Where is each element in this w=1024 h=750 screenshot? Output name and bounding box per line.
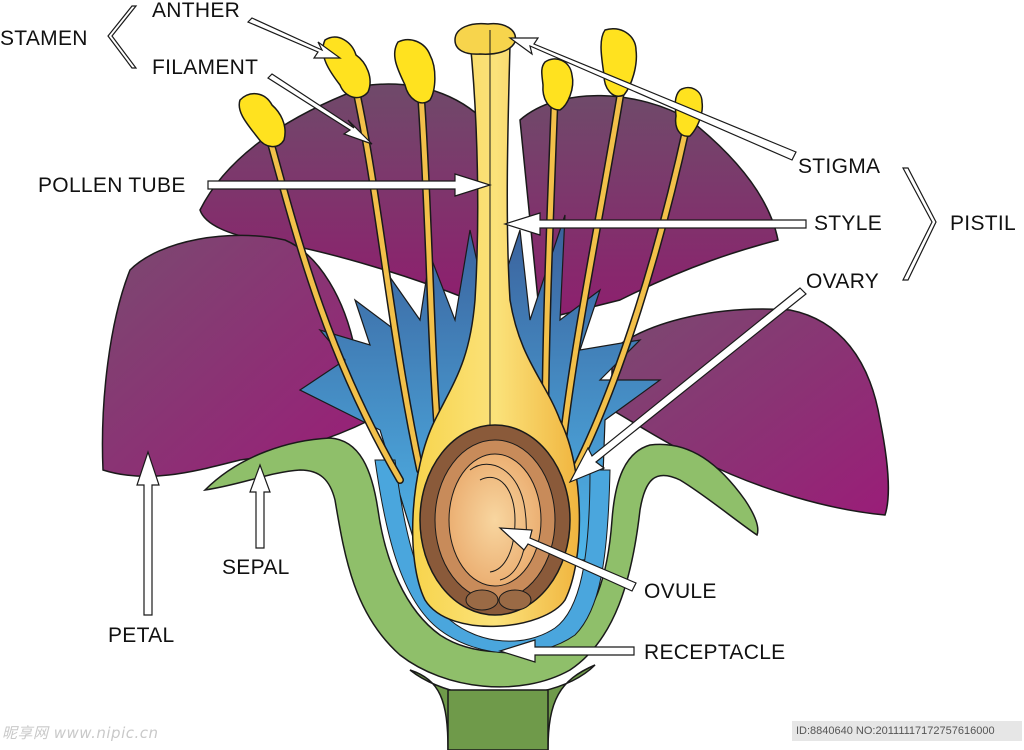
ovule <box>448 453 542 587</box>
label-arrows <box>136 17 807 663</box>
label-stamen: STAMEN <box>0 27 88 50</box>
label-pistil: PISTIL <box>950 212 1016 235</box>
stamen-bracket <box>107 5 138 69</box>
label-ovary: OVARY <box>806 270 880 293</box>
label-petal: PETAL <box>108 624 175 647</box>
petal-front-left <box>101 234 371 478</box>
label-stigma: STIGMA <box>798 155 881 178</box>
ovule-lines <box>469 463 527 581</box>
label-anther: ANTHER <box>152 0 241 22</box>
label-filament: FILAMENT <box>152 56 259 79</box>
petal-back-right <box>519 94 779 321</box>
label-ovule: OVULE <box>644 580 717 603</box>
label-pollen-tube: POLLEN TUBE <box>38 174 186 197</box>
sepal-cup <box>202 437 759 688</box>
stem-body <box>447 689 549 750</box>
ovule-base-left <box>465 589 499 611</box>
watermark-right: ID:8840640 NO:20111117172757616000 <box>792 721 1022 741</box>
label-style: STYLE <box>814 212 883 235</box>
watermark-left: 昵享网 www.nipic.cn <box>2 724 159 742</box>
ovule-base-right <box>498 589 532 611</box>
pistil-bracket <box>901 167 937 281</box>
label-receptacle: RECEPTACLE <box>644 641 786 664</box>
label-sepal: SEPAL <box>222 556 290 579</box>
stigma <box>454 22 517 55</box>
